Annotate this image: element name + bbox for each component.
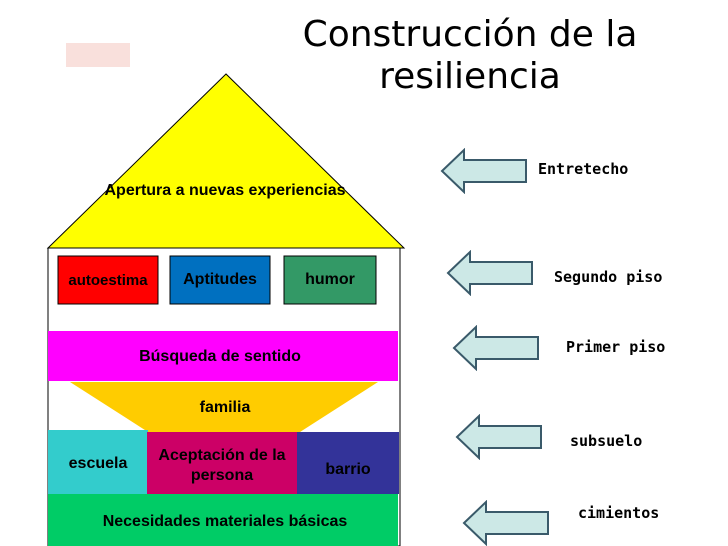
level-label-segundo-piso: Segundo piso <box>554 268 663 286</box>
arrow-left-icon <box>440 148 527 194</box>
foundation-label: Necesidades materiales básicas <box>102 513 348 530</box>
aceptacion-label: Aceptación de la persona <box>158 447 286 484</box>
aptitudes-label: Aptitudes <box>183 271 257 288</box>
level-label-cimientos: cimientos <box>578 504 660 522</box>
level-label-subsuelo: subsuelo <box>570 432 643 450</box>
familia-label: familia <box>199 399 251 416</box>
page-title: Construcción de la resiliencia <box>302 14 638 97</box>
first-floor-label: Búsqueda de sentido <box>139 348 301 365</box>
aptitudes-block <box>169 255 271 305</box>
foundation-block <box>48 494 398 546</box>
humor-block <box>283 255 377 305</box>
level-label-entretecho: Entretecho <box>538 160 629 178</box>
arrow-left-icon <box>446 250 533 296</box>
first-floor-band <box>48 331 398 381</box>
roof-label: Apertura a nuevas experiencias <box>104 182 346 199</box>
escuela-label: escuela <box>68 455 128 472</box>
roof-triangle <box>46 73 406 249</box>
decorative-pink-box <box>66 43 130 67</box>
arrow-left-icon <box>462 500 549 546</box>
autoestima-label: autoestima <box>68 271 148 289</box>
humor-label: humor <box>305 271 355 288</box>
arrow-left-icon <box>452 325 539 371</box>
autoestima-block <box>57 255 159 305</box>
arrow-left-icon <box>455 414 542 460</box>
aceptacion-block <box>147 432 297 494</box>
barrio-label: barrio <box>325 461 371 478</box>
escuela-block <box>48 430 148 494</box>
barrio-block <box>297 432 399 494</box>
familia-trapezoid <box>70 382 378 432</box>
level-label-primer-piso: Primer piso <box>566 338 666 356</box>
